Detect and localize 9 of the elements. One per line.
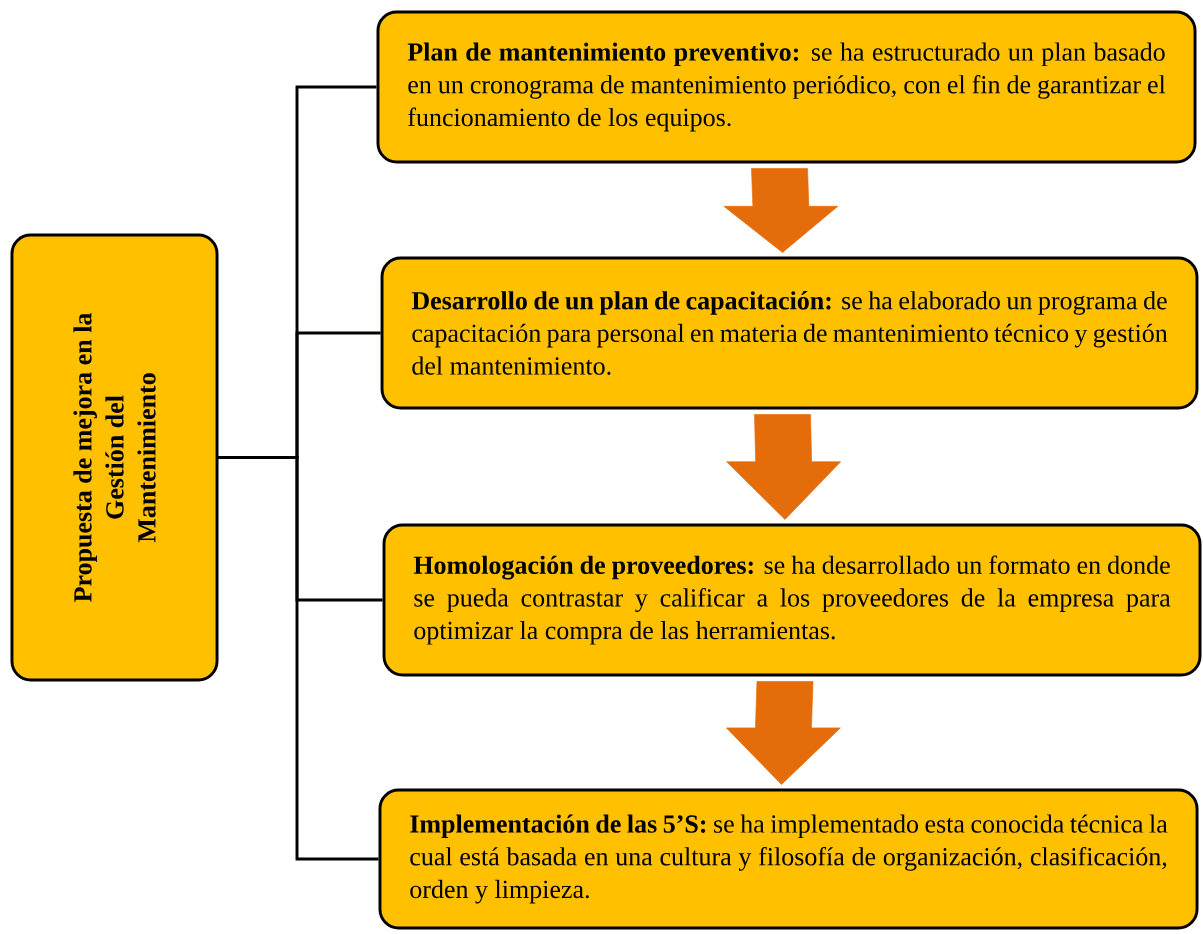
text-box: Homologación de proveedores: se ha desarrollado un formato en donde se pueda contrastar y calificar a los proveedores de la empresa para optimizar la compra de las herramientas. (382, 523, 1202, 677)
block-arrow (723, 168, 839, 253)
block-arrow (726, 681, 841, 785)
text-box: Propuesta de mejora en la Gestión del Mantenimiento (10, 233, 219, 682)
text-box: Implementación de las 5’S: se ha implementado esta conocida técnica la cual está basada en una cultura y filosofía de organización, clasificación, orden y limpieza. (378, 788, 1199, 930)
block-arrow (726, 414, 841, 520)
text-box: Desarrollo de un plan de capacitación: se ha elaborado un programa de capacitación para personal en materia de mantenimiento técnico y gestión del mantenimiento. (380, 256, 1199, 410)
text-box: Plan de mantenimiento preventivo: se ha estructurado un plan basado en un cronograma de mantenimiento periódico, con el fin de garantizar el funcionamiento de los equipos. (376, 10, 1197, 164)
connector-line (218, 456, 379, 861)
